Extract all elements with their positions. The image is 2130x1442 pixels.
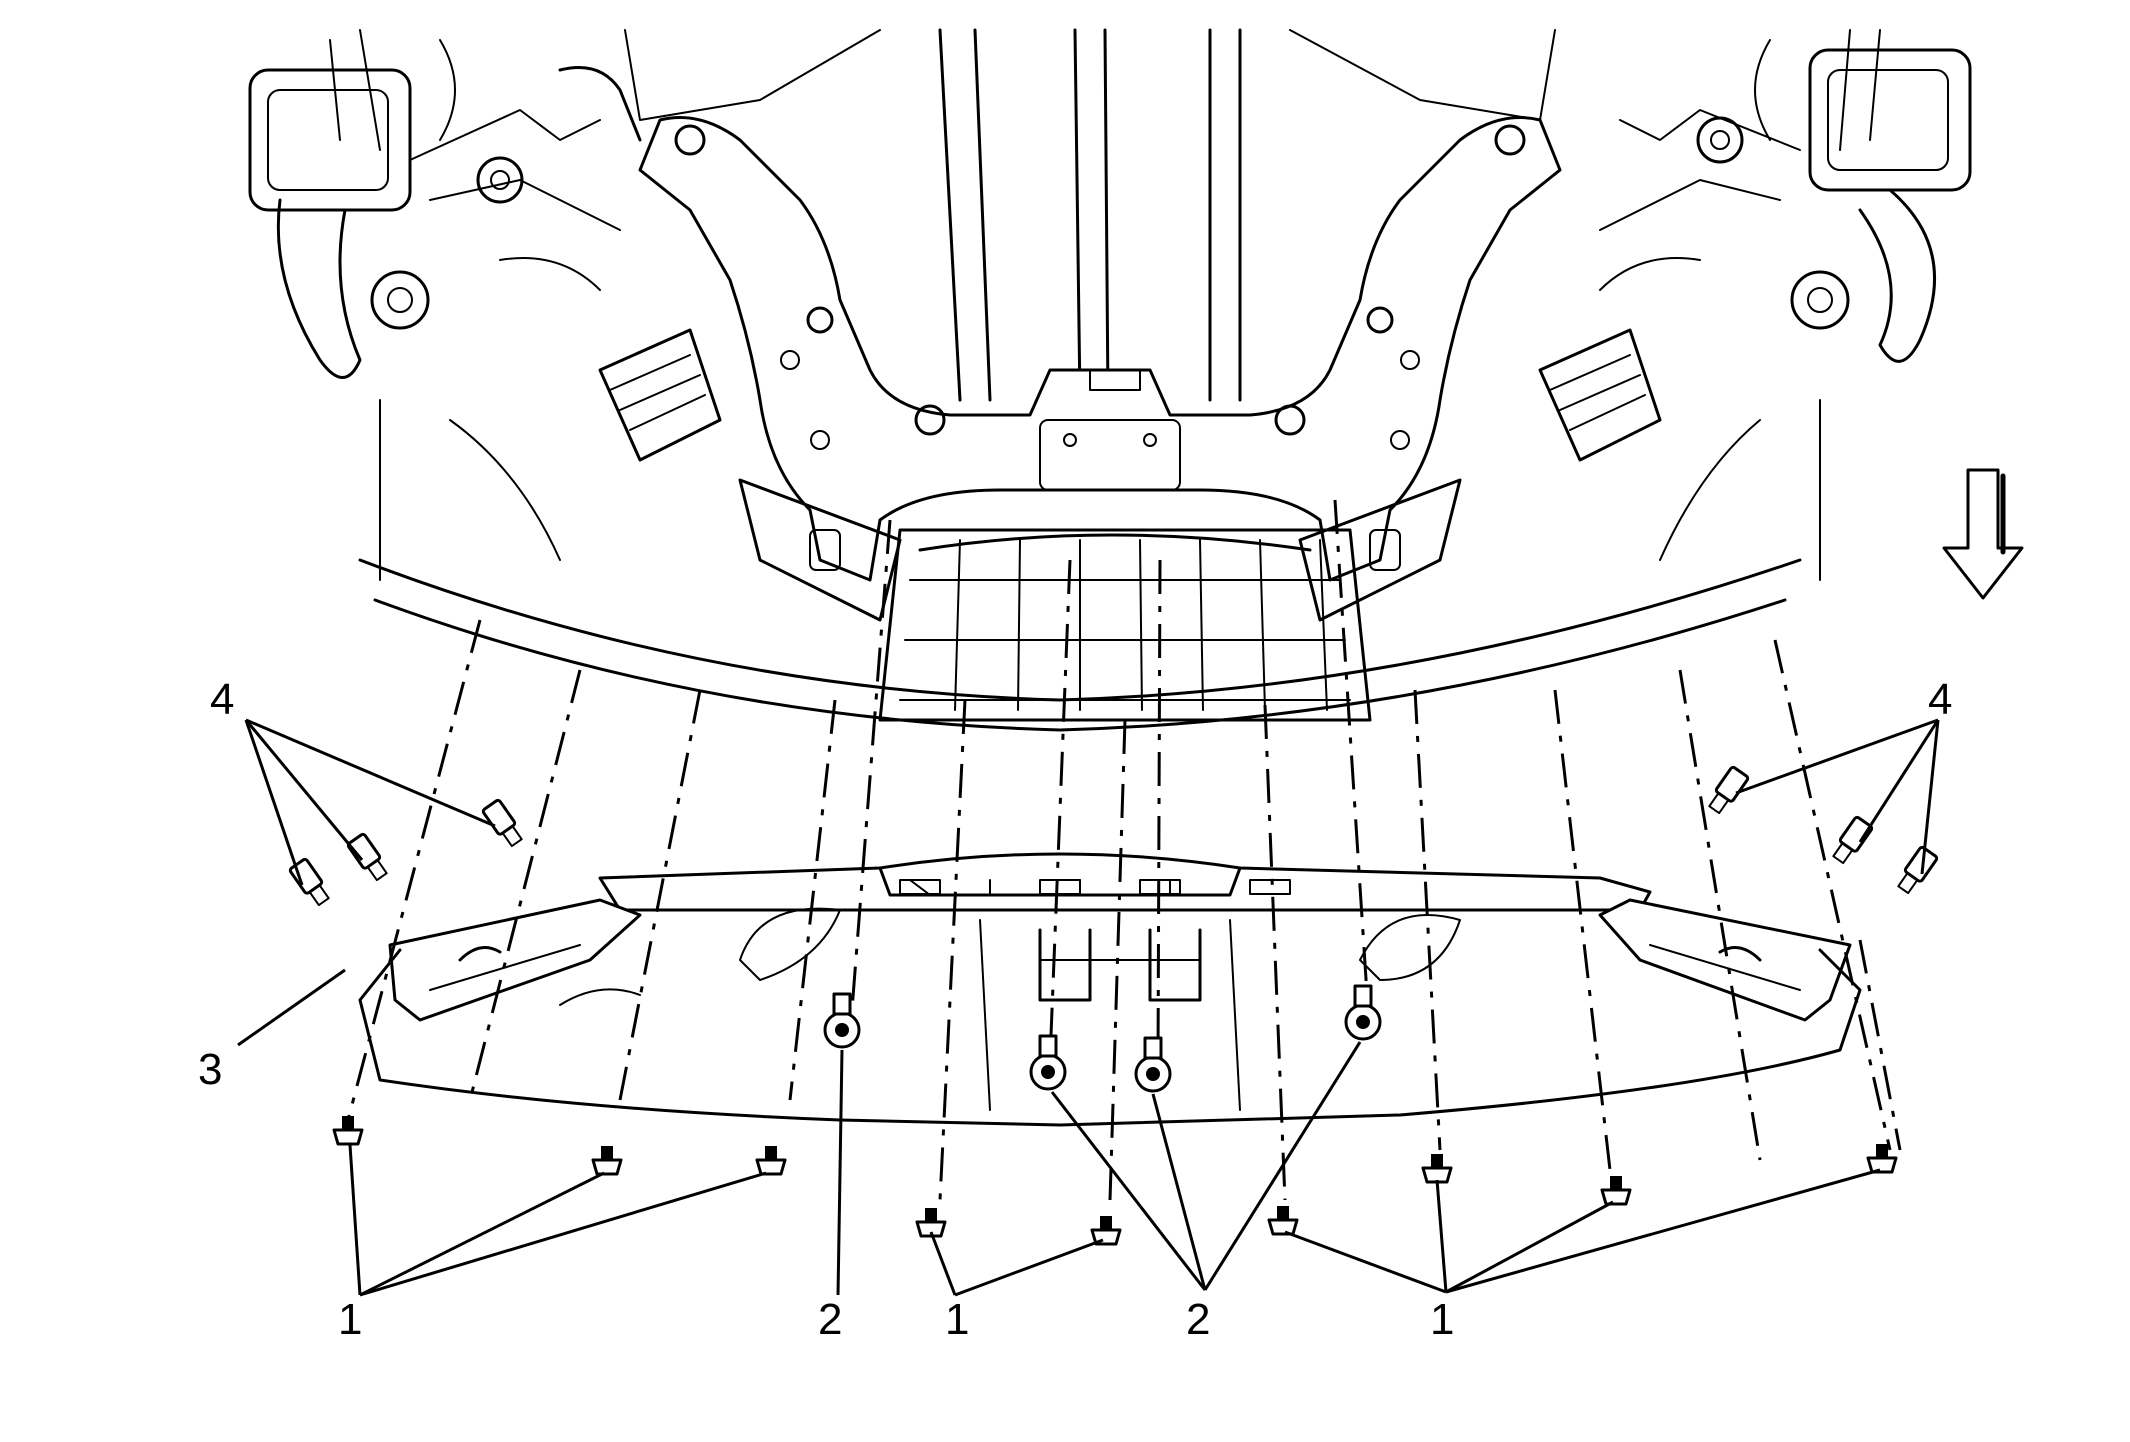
callout-1-right: 1	[1430, 1295, 1455, 1344]
callout-4-left: 4	[210, 675, 235, 724]
callout-2-left: 2	[818, 1295, 843, 1344]
push-pin-retainers	[332, 1116, 1898, 1246]
arrow-down-icon	[1942, 468, 2024, 600]
fastener-alignment-lines	[346, 499, 1902, 1201]
callout-3: 3	[198, 1045, 223, 1094]
shield-bolts	[823, 984, 1382, 1093]
callout-leaders	[237, 718, 1940, 1297]
callout-2-mid: 2	[1186, 1295, 1211, 1344]
deflector-bolts	[288, 765, 1939, 907]
front-air-deflector-shield	[358, 852, 1862, 1127]
callout-1-mid: 1	[945, 1295, 970, 1344]
callout-1-left: 1	[338, 1295, 363, 1344]
callout-4-right: 4	[1928, 675, 1953, 724]
engine-bay-structure	[248, 28, 1972, 732]
